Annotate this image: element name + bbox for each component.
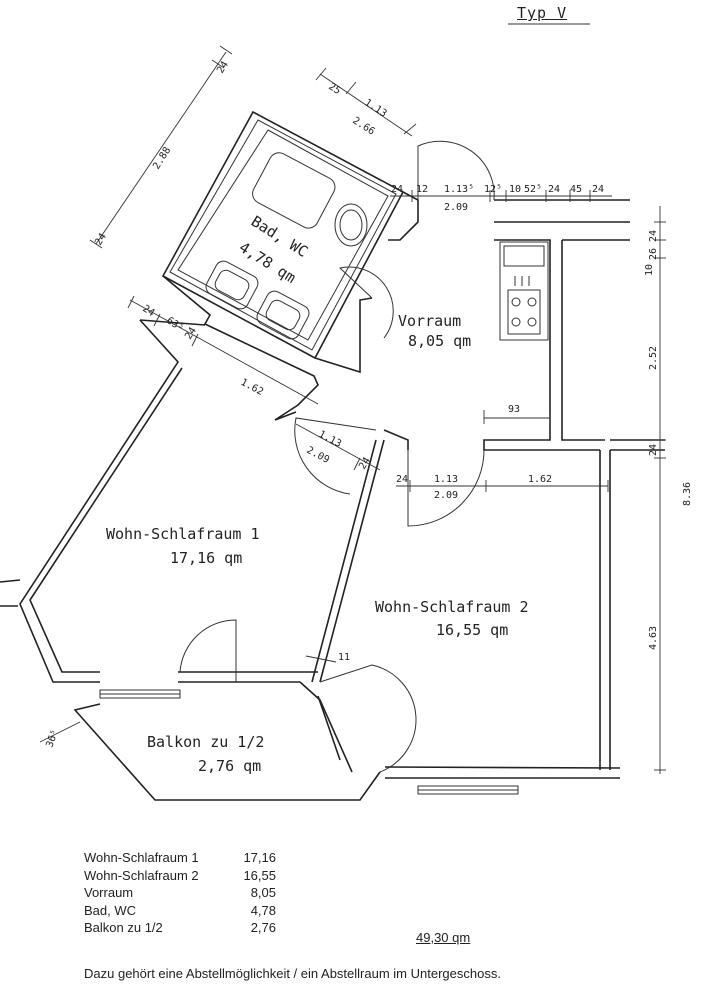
dim-12: 12: [416, 184, 428, 195]
balkon-walls: [73, 681, 621, 801]
toilet-icon: [334, 203, 368, 247]
dim-26: 26: [648, 248, 659, 260]
area-value: 17,16: [243, 850, 276, 865]
total-area: 49,30 qm: [416, 930, 471, 945]
room-area-wohn2: 16,55 qm: [436, 621, 508, 639]
room2-window: [417, 785, 519, 795]
room-name-wohn1: Wohn-Schlafraum 1: [106, 525, 260, 543]
room-name-wohn2: Wohn-Schlafraum 2: [375, 598, 529, 616]
dim-24-c: 24: [391, 184, 403, 195]
dim-2-09-low: 2.09: [434, 490, 458, 501]
dim-52-5: 52⁵: [524, 184, 542, 195]
dim-11: 11: [338, 652, 350, 663]
dim-25: 25: [326, 81, 342, 97]
dimension-lines: [39, 45, 666, 774]
room1-walls: [0, 275, 319, 683]
table-row: Vorraum 8,05: [84, 884, 276, 902]
area-value: 16,55: [243, 867, 276, 883]
room2-walls: [385, 450, 620, 779]
washbasin-icon: [256, 290, 310, 340]
vorraum-walls: [314, 191, 665, 451]
dim-24-e: 24: [592, 184, 604, 195]
kitchenette: [499, 241, 549, 341]
area-name: Vorraum: [84, 885, 134, 900]
table-row: Bad, WC 4,78: [84, 902, 276, 920]
room-divider-wall: [311, 439, 385, 683]
dim-1-62-right: 1.62: [528, 474, 552, 485]
dim-1-62-left: 1.62: [239, 377, 265, 398]
bathtub-icon: [252, 152, 336, 229]
dim-24-d: 24: [548, 184, 560, 195]
dim-1-13-low: 1.13: [434, 474, 458, 485]
dim-93: 93: [508, 404, 520, 415]
dim-24-i: 24: [396, 474, 408, 485]
room2-door-swing: [407, 449, 485, 527]
room1-window: [99, 689, 181, 699]
dim-1-13-top: 1.13: [362, 97, 388, 119]
dim-10-r: 10: [644, 264, 655, 276]
area-name: Bad, WC: [84, 902, 137, 918]
room-area-wohn1: 17,16 qm: [170, 549, 242, 567]
floor-plan: 2.88 24 24 25 1.13 2.66 24 12 1.13⁵ 12⁵ …: [0, 23, 693, 801]
dimension-labels: 2.88 24 24 25 1.13 2.66 24 12 1.13⁵ 12⁵ …: [44, 60, 693, 749]
room1-door-swing: [294, 417, 377, 495]
dim-1-13-mid: 1.13: [317, 429, 343, 450]
area-name: Balkon zu 1/2: [84, 920, 163, 935]
dim-36-5: 36⁵: [44, 728, 61, 749]
area-name: Wohn-Schlafraum 2: [84, 867, 199, 883]
dim-8-36: 8.36: [682, 482, 693, 506]
dim-2-66: 2.66: [350, 115, 376, 137]
dim-2-52: 2.52: [648, 346, 659, 370]
dim-2-88: 2.88: [151, 145, 173, 171]
room-labels: Bad, WC 4,78 qm Vorraum 8,05 qm Wohn-Sch…: [106, 212, 529, 775]
table-row: Wohn-Schlafraum 1 17,16: [84, 849, 276, 867]
room-name-vorraum: Vorraum: [398, 312, 461, 330]
balkon-door2-swing: [319, 664, 417, 773]
dim-45: 45: [570, 184, 582, 195]
entrance-door-swing: [417, 140, 495, 201]
plan-type-label: Typ V: [517, 4, 568, 22]
table-row: Balkon zu 1/2 2,76: [84, 919, 276, 937]
dim-24-f: 24: [140, 303, 156, 319]
dim-24-g: 24: [183, 326, 199, 342]
area-name: Wohn-Schlafraum 1: [84, 850, 199, 865]
storage-footnote: Dazu gehört eine Abstellmöglichkeit / ei…: [84, 966, 501, 981]
table-row: Wohn-Schlafraum 2 16,55: [84, 867, 276, 885]
room-name-balkon: Balkon zu 1/2: [147, 733, 264, 751]
dim-10: 10: [509, 184, 521, 195]
dim-24-r2: 24: [648, 444, 659, 456]
room-area-balkon: 2,76 qm: [198, 757, 261, 775]
area-summary-table: Wohn-Schlafraum 1 17,16 Wohn-Schlafraum …: [84, 849, 276, 937]
dim-24-h: 24: [357, 456, 373, 472]
dim-12-5: 12⁵: [484, 184, 502, 195]
dim-24-r1: 24: [648, 230, 659, 242]
room-area-vorraum: 8,05 qm: [408, 332, 471, 350]
dim-4-63: 4.63: [648, 626, 659, 650]
bath-door-swing: [338, 266, 394, 339]
dim-1-13-5: 1.13⁵: [444, 184, 474, 195]
dim-63-5: 63⁵: [164, 315, 185, 334]
washbasin-icon: [205, 260, 259, 310]
area-value: 2,76: [250, 920, 276, 935]
area-value: 4,78: [250, 902, 276, 918]
dim-24-a: 24: [93, 232, 109, 248]
area-value: 8,05: [250, 885, 276, 900]
balkon-door1-swing: [179, 619, 237, 682]
dim-24-b: 24: [215, 60, 231, 76]
dim-2-09-mid: 2.09: [305, 445, 331, 466]
dim-2-09-top: 2.09: [444, 202, 468, 213]
